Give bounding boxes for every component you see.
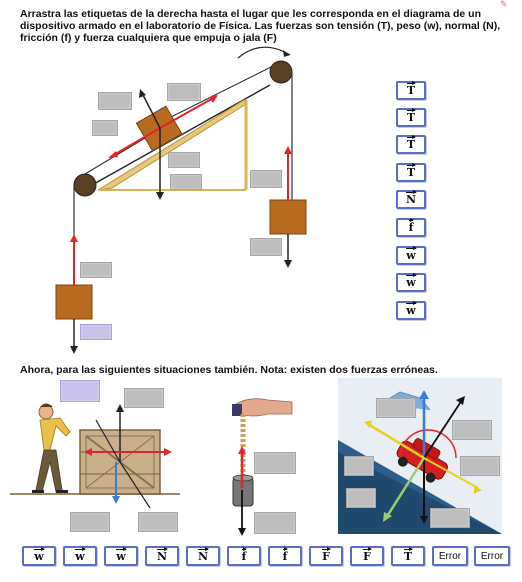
label-friction[interactable]: f	[396, 218, 426, 237]
drop-slot[interactable]	[167, 83, 201, 101]
label-error[interactable]: Error	[474, 546, 510, 566]
drop-slot[interactable]	[254, 512, 296, 534]
label-weight[interactable]: w	[396, 246, 426, 265]
label-friction[interactable]: f	[268, 546, 302, 566]
drop-slot[interactable]	[376, 398, 416, 418]
label-weight[interactable]: w	[104, 546, 138, 566]
instructions-text: Arrastra las etiquetas de la derecha has…	[20, 8, 501, 44]
drop-slot-highlighted[interactable]	[80, 324, 112, 340]
drop-slot[interactable]	[254, 452, 296, 474]
lab-device-diagram	[55, 46, 307, 354]
drop-slot[interactable]	[460, 456, 500, 476]
drop-slot[interactable]	[452, 420, 492, 440]
drop-slot[interactable]	[346, 488, 376, 508]
label-friction[interactable]: f	[227, 546, 261, 566]
label-normal[interactable]: N	[396, 190, 426, 209]
drop-slot[interactable]	[138, 512, 178, 532]
drop-slot[interactable]	[250, 170, 282, 188]
drop-slot[interactable]	[98, 92, 132, 110]
label-weight[interactable]: w	[396, 301, 426, 320]
label-force[interactable]: F	[350, 546, 384, 566]
label-normal[interactable]: N	[145, 546, 179, 566]
drop-slot[interactable]	[168, 152, 200, 168]
label-force[interactable]: F	[309, 546, 343, 566]
label-weight[interactable]: w	[22, 546, 56, 566]
drop-slot[interactable]	[80, 262, 112, 278]
drop-slot-highlighted[interactable]	[60, 380, 100, 402]
label-tension[interactable]: T	[396, 81, 426, 100]
drop-slot[interactable]	[70, 512, 110, 532]
drop-slot[interactable]	[250, 238, 282, 256]
label-normal[interactable]: N	[186, 546, 220, 566]
drop-slot[interactable]	[170, 174, 202, 190]
corner-decoration-icon: ✎	[500, 0, 508, 10]
drop-slot[interactable]	[344, 456, 374, 476]
label-tension[interactable]: T	[391, 546, 425, 566]
label-error[interactable]: Error	[432, 546, 468, 566]
label-tension[interactable]: T	[396, 108, 426, 127]
section-subtitle: Ahora, para las siguientes situaciones t…	[20, 364, 438, 376]
label-tension[interactable]: T	[396, 135, 426, 154]
drop-slot[interactable]	[430, 508, 470, 528]
label-tension[interactable]: T	[396, 163, 426, 182]
label-weight[interactable]: w	[63, 546, 97, 566]
drop-slot[interactable]	[92, 120, 118, 136]
label-weight[interactable]: w	[396, 273, 426, 292]
drop-slot[interactable]	[124, 388, 164, 408]
